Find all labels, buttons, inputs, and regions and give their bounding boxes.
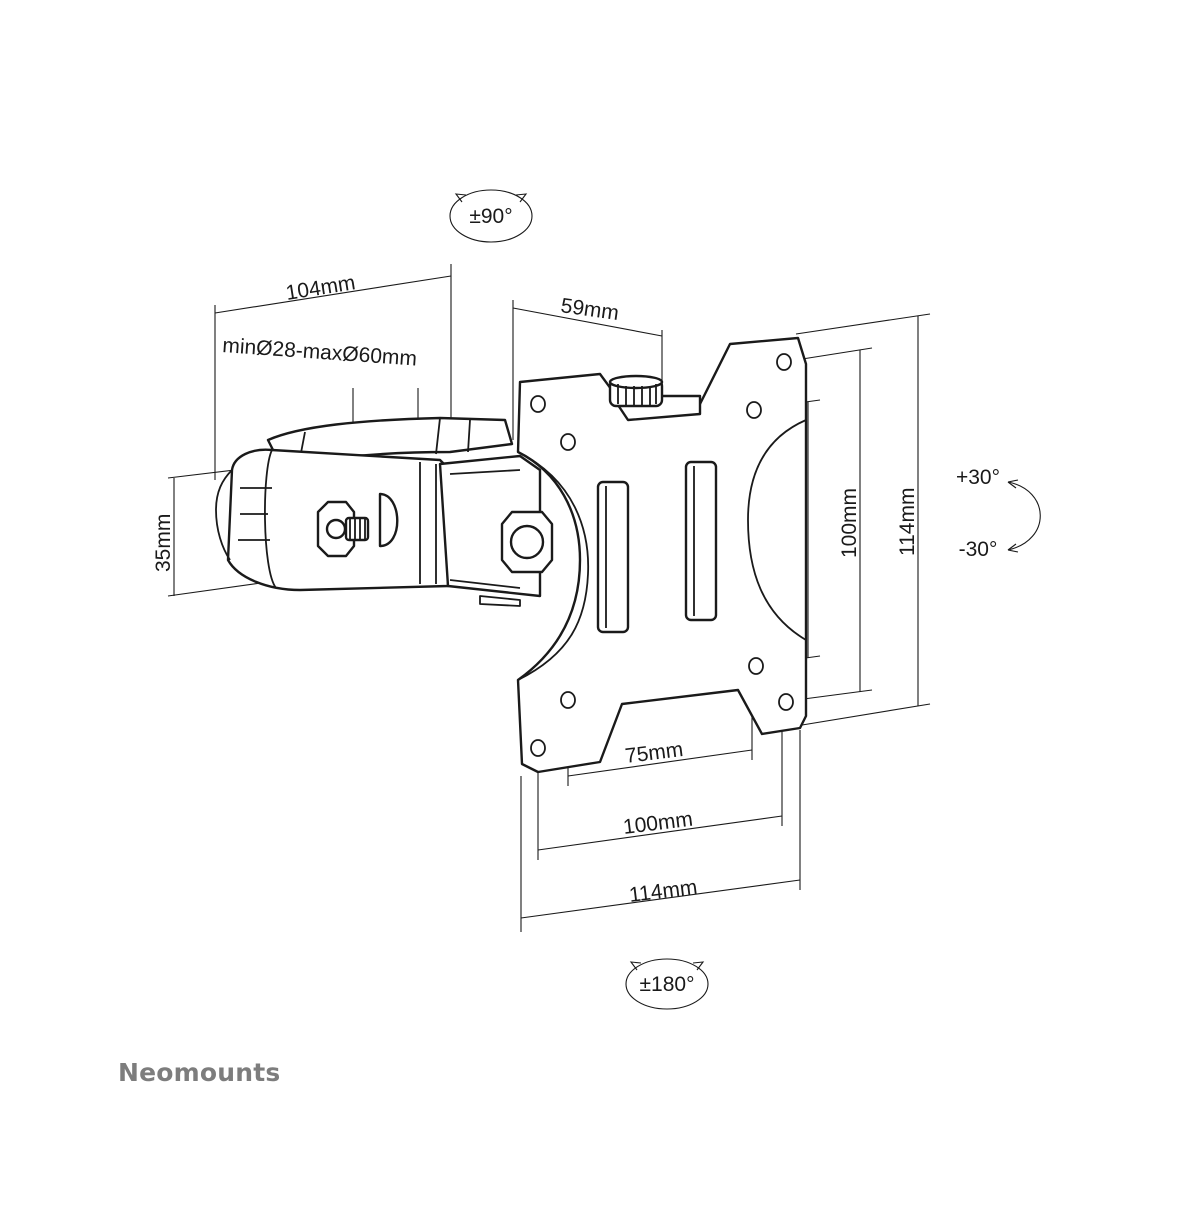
rotation-indicator-top: ±90° xyxy=(449,189,533,243)
clamp-slot xyxy=(378,492,399,548)
dimension-plate-width-label: 114mm xyxy=(628,876,699,907)
tilt-arc xyxy=(1007,481,1041,551)
rotation-label-top: ±90° xyxy=(469,205,512,228)
tilt-arrow-down-icon xyxy=(1007,543,1019,553)
tilt-up-label: +30° xyxy=(956,466,1000,489)
vesa-plate xyxy=(516,336,808,774)
dimension-vesa-large-vertical: 100mm xyxy=(795,347,873,701)
pole-clamp xyxy=(215,416,514,592)
vesa-hole xyxy=(748,657,764,675)
tilt-arrow-up-icon xyxy=(1007,479,1019,489)
rotation-ellipse-top xyxy=(449,189,533,243)
swivel-arrow-left-icon xyxy=(629,961,642,971)
tilt-down-label: -30° xyxy=(959,538,998,561)
vesa-hole xyxy=(560,691,576,709)
vesa-hole xyxy=(746,401,762,419)
vesa-plate-body xyxy=(516,336,808,774)
dimension-plate-height-label: 114mm xyxy=(896,488,919,556)
dimension-vesa-large-horizontal-label: 100mm xyxy=(622,808,694,839)
arm-pivot-bolt xyxy=(509,524,545,560)
vesa-hole xyxy=(530,395,546,413)
vesa-hole xyxy=(560,433,576,451)
tilt-arm xyxy=(438,454,554,607)
rotation-ellipse-bottom xyxy=(625,958,709,1010)
rotation-arrow-right-icon xyxy=(515,193,528,203)
dimension-plate-height: 114mm xyxy=(795,313,931,727)
dimension-clamp-height-label: 35mm xyxy=(152,514,175,572)
dimension-vesa-large-vertical-label: 100mm xyxy=(838,488,861,558)
dimension-arm-length-label: 104mm xyxy=(284,271,357,305)
vesa-hole xyxy=(530,739,546,757)
clamp-range-label: minØ28-maxØ60mm xyxy=(222,334,418,371)
dimension-vesa-small-horizontal-label: 75mm xyxy=(624,738,685,768)
tilt-indicator: +30° -30° xyxy=(956,466,1041,561)
brand-logo: Neomounts xyxy=(118,1058,281,1087)
vesa-slot-right xyxy=(684,460,718,622)
tilt-knob xyxy=(608,374,702,422)
dimension-knob-offset-label: 59mm xyxy=(559,294,620,325)
rotation-arrow-left-icon xyxy=(454,193,467,203)
vesa-hole xyxy=(776,353,792,371)
swivel-arrow-right-icon xyxy=(692,961,705,971)
vesa-slot-left xyxy=(596,480,630,634)
vesa-hole xyxy=(778,693,794,711)
rotation-indicator-bottom: ±180° xyxy=(625,958,709,1010)
rotation-label-bottom: ±180° xyxy=(640,973,695,996)
